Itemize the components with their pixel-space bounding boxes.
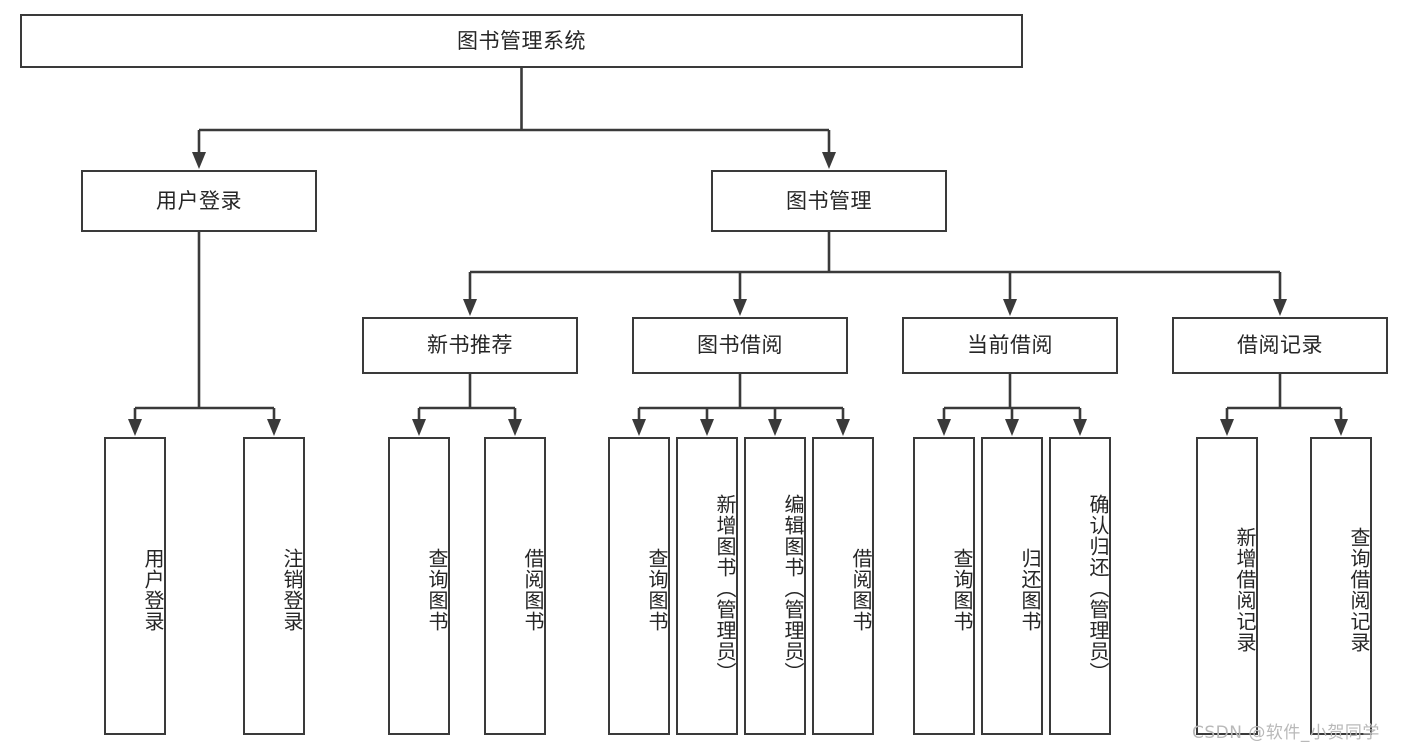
leaf-node-label: 查询借阅记录 bbox=[1347, 527, 1371, 653]
leaf-node-label: 用户登录 bbox=[141, 548, 165, 632]
node-new-book-recommend-label: 新书推荐 bbox=[427, 333, 513, 358]
leaf-node[interactable]: 查询图书 bbox=[913, 437, 975, 735]
node-book-borrow[interactable]: 图书借阅 bbox=[632, 317, 848, 374]
node-book-management-label: 图书管理 bbox=[786, 188, 872, 213]
leaf-node[interactable]: 新增图书（管理员） bbox=[676, 437, 738, 735]
leaf-node-label: 查询图书 bbox=[425, 548, 449, 632]
node-book-management[interactable]: 图书管理 bbox=[711, 170, 947, 232]
leaf-node[interactable]: 查询借阅记录 bbox=[1310, 437, 1372, 735]
node-user-login-label: 用户登录 bbox=[156, 188, 242, 213]
node-root[interactable]: 图书管理系统 bbox=[20, 14, 1023, 68]
leaf-node-label: 新增图书（管理员） bbox=[713, 493, 737, 683]
leaf-node[interactable]: 编辑图书（管理员） bbox=[744, 437, 806, 735]
node-borrow-record[interactable]: 借阅记录 bbox=[1172, 317, 1388, 374]
watermark-text: CSDN @软件_小贺同学 bbox=[1192, 723, 1380, 743]
leaf-node[interactable]: 借阅图书 bbox=[484, 437, 546, 735]
leaf-node-label: 确认归还（管理员） bbox=[1086, 493, 1110, 683]
leaf-node-label: 借阅图书 bbox=[521, 548, 545, 632]
leaf-node-label: 归还图书 bbox=[1018, 548, 1042, 632]
leaf-node-label: 查询图书 bbox=[950, 548, 974, 632]
node-book-borrow-label: 图书借阅 bbox=[697, 333, 783, 358]
leaf-node[interactable]: 归还图书 bbox=[981, 437, 1043, 735]
leaf-node[interactable]: 确认归还（管理员） bbox=[1049, 437, 1111, 735]
node-borrow-record-label: 借阅记录 bbox=[1237, 333, 1323, 358]
node-new-book-recommend[interactable]: 新书推荐 bbox=[362, 317, 578, 374]
leaf-node[interactable]: 用户登录 bbox=[104, 437, 166, 735]
node-current-borrow-label: 当前借阅 bbox=[967, 333, 1053, 358]
leaf-node-label: 编辑图书（管理员） bbox=[781, 493, 805, 683]
node-user-login[interactable]: 用户登录 bbox=[81, 170, 317, 232]
leaf-node-label: 新增借阅记录 bbox=[1233, 527, 1257, 653]
leaf-node[interactable]: 查询图书 bbox=[608, 437, 670, 735]
leaf-node-label: 注销登录 bbox=[280, 548, 304, 632]
leaf-node[interactable]: 借阅图书 bbox=[812, 437, 874, 735]
leaf-node[interactable]: 查询图书 bbox=[388, 437, 450, 735]
leaf-node-label: 借阅图书 bbox=[849, 548, 873, 632]
leaf-node[interactable]: 新增借阅记录 bbox=[1196, 437, 1258, 735]
leaf-node[interactable]: 注销登录 bbox=[243, 437, 305, 735]
node-current-borrow[interactable]: 当前借阅 bbox=[902, 317, 1118, 374]
node-root-label: 图书管理系统 bbox=[457, 28, 586, 53]
leaf-node-label: 查询图书 bbox=[645, 548, 669, 632]
